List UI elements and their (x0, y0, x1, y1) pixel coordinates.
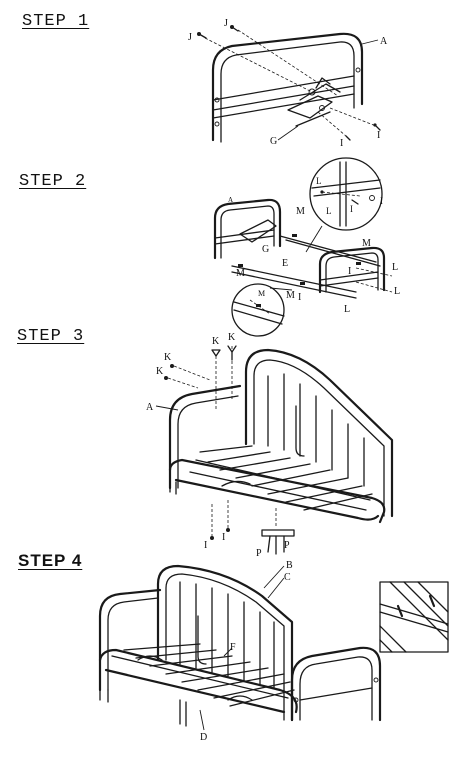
step-3-title: STEP 3 (17, 327, 85, 346)
part-label-m-1: M (296, 206, 305, 217)
part-label-j-1: J (188, 32, 192, 43)
part-label-b: B (286, 560, 293, 571)
part-label-m-4: M (286, 290, 295, 301)
part-label-e: E (282, 258, 288, 269)
part-label-l-4: L (316, 176, 322, 186)
part-label-i-4: I (298, 292, 301, 303)
part-label-m-5: M (258, 289, 265, 298)
part-label-g-step2: G (262, 244, 269, 255)
part-label-l-1: L (392, 262, 398, 273)
part-label-l-3: L (344, 304, 350, 315)
part-label-k-4: K (156, 366, 164, 377)
part-label-c: C (284, 572, 291, 583)
step-2-title: STEP 2 (19, 172, 87, 191)
part-label-k-1: K (228, 332, 236, 343)
part-label-f: F (230, 642, 236, 653)
part-label-i-3: I (348, 266, 351, 277)
step-1-title: STEP 1 (22, 12, 90, 31)
part-label-a-step3: A (146, 402, 154, 413)
part-label-m-3: M (362, 238, 371, 249)
part-label-a: A (380, 36, 388, 47)
part-label-i-6: I (380, 196, 383, 206)
part-label-i-1: I (340, 138, 343, 149)
part-label-a-step2: A (228, 196, 233, 204)
step-2-drawing: A G E M M M M L L L I (213, 157, 400, 337)
step-4-title: STEP 4 (18, 551, 83, 570)
part-label-k-2: K (212, 336, 220, 347)
step-3-drawing: K K K K A I I P P (146, 332, 394, 559)
step-1-drawing: A J J G I I (188, 18, 388, 149)
part-label-m-2: M (236, 268, 245, 279)
part-label-l-2: L (394, 286, 400, 297)
part-label-i-2: I (377, 130, 380, 141)
part-label-g: G (270, 136, 277, 147)
part-label-l-5: L (326, 206, 332, 216)
part-label-p-1: P (256, 548, 262, 559)
part-label-p-2: P (284, 540, 290, 551)
part-label-i-8: I (222, 532, 225, 543)
part-label-i-5: I (350, 204, 353, 214)
part-label-k-3: K (164, 352, 172, 363)
step-4-drawing: B C F D (98, 560, 449, 743)
part-label-i-7: I (204, 540, 207, 551)
part-label-j-2: J (224, 18, 228, 29)
part-label-d: D (200, 732, 207, 743)
